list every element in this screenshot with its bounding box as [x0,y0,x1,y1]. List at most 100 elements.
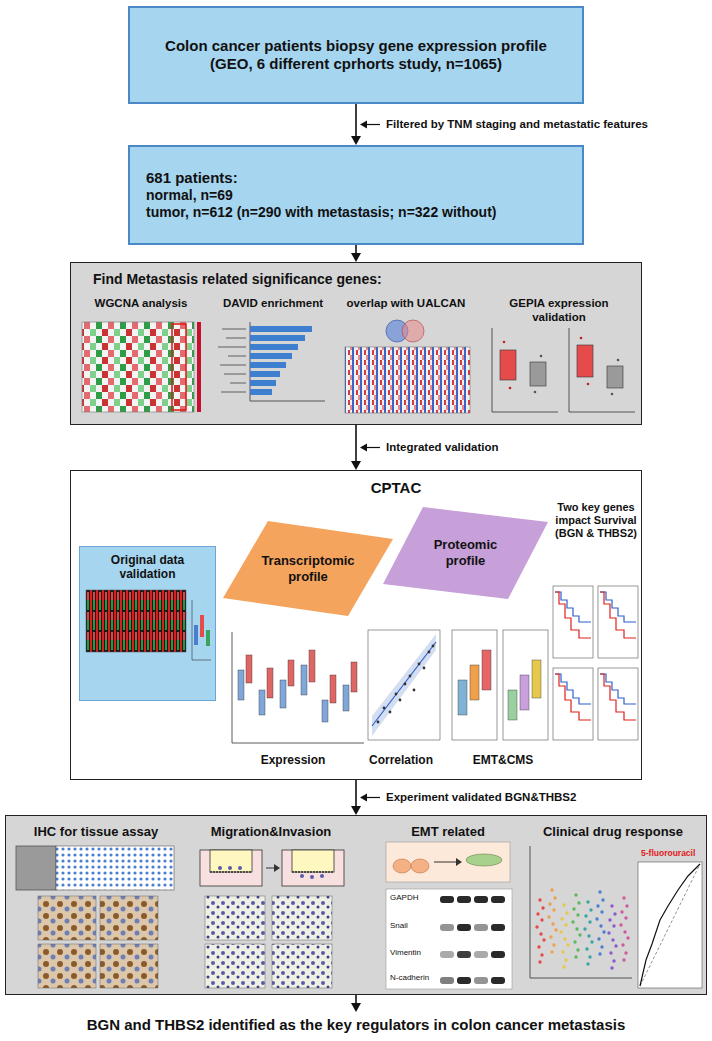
figure-label: Vimentin [390,948,438,958]
illustration-detail [274,864,280,872]
illustration-detail [224,373,246,375]
figure-label: Snail [390,921,438,931]
illustration-detail [250,389,272,395]
illustration-detail [595,890,605,955]
text-slot: Correlation [351,753,451,767]
illustration-detail [458,680,467,715]
illustration-detail [457,951,471,958]
illustration-detail [500,350,516,380]
illustration-detail [399,699,402,702]
illustration-detail [491,924,505,931]
illustration-detail [250,344,298,350]
label-slot: Snail [390,921,438,931]
label-slot: N-cadherin [390,973,438,983]
tissue-slide [16,846,56,890]
illustration-detail [282,850,344,886]
panel-text: EMT&CMS [453,753,553,767]
cohort-box: 681 patients:normal, n=69tumor, n=612 (n… [128,145,584,245]
illustration-detail [210,850,252,872]
text-slot: EMT related [378,824,518,840]
illustration-detail [432,645,435,648]
figure-label: N-cadherin [390,973,438,983]
illustration-detail [250,362,286,368]
illustration-detail [220,364,246,366]
node-text: 681 patients: [146,169,238,187]
illustration-detail [222,328,246,330]
label-slot: GAPDH [390,893,438,903]
illustration-detail [343,685,349,711]
panel-text: WGCNA analysis [79,297,203,311]
emt-schematic [386,842,510,882]
text-slot: IHC for tissue assay [16,824,176,840]
venn-circle [402,320,424,342]
illustration-detail [440,924,454,931]
transwell-diagram [200,850,344,886]
panel-text: DAVID enrichment [213,297,333,311]
micrograph [272,896,332,940]
ihc-image [100,944,158,988]
panel-text: CPTAC [336,479,456,497]
illustration-detail [413,689,416,692]
illustration-detail [440,951,454,958]
connector [351,995,361,1012]
gepia-boxplot [492,328,635,412]
illustration-detail [228,866,232,870]
illustration-detail [640,864,700,986]
expression-heatmap [345,347,470,413]
illustration-detail [292,871,334,873]
drug-dotplot [530,846,632,978]
illustration-detail [280,680,286,708]
edge-label-slot: Filtered by TNM staging and metastatic f… [384,118,650,132]
illustration-detail [440,896,454,903]
panel-text: GEPIA expression validation [481,297,637,325]
illustration-detail [491,951,505,958]
illustration-detail [452,630,497,740]
illustration-detail [532,660,541,698]
illustration-detail [535,898,545,963]
illustration-detail [330,675,336,703]
ihc-image [38,896,96,940]
node-text: Transcriptomic profile [253,553,363,584]
text-slot: Two key genes impact Survival (BGN & THB… [551,501,641,541]
illustration-detail [372,642,436,726]
illustration-detail [530,362,546,386]
module-highlight [172,324,186,410]
illustration-detail [300,874,304,878]
mini-boxplot [192,600,211,660]
transcriptomic-parallelogram: Transcriptomic profile [223,521,393,616]
connector [351,425,361,470]
illustration-detail [230,382,246,384]
node-text: BGN and THBS2 identified as the key regu… [87,1016,626,1034]
illustration-detail [221,391,246,393]
micrograph [272,944,332,988]
proteomic-parallelogram: Proteomic profile [383,507,548,599]
illustration-detail [310,875,314,879]
connector [351,104,361,145]
illustration-detail [194,625,198,645]
illustration-detail [192,660,211,661]
illustration-detail [383,707,386,710]
node-text: tumor, n=612 (n=290 with metastasis; n=3… [146,204,497,221]
illustration-detail [509,387,512,390]
illustration-detail [206,630,210,646]
color-bar [197,322,201,412]
figure-label: 5-fluorouracil [641,848,703,858]
connector-line [355,245,357,254]
illustration-detail [226,337,246,339]
panel-text: Two key genes impact Survival (BGN & THB… [551,501,641,541]
survival-curve [553,586,593,658]
node-text: Colon cancer patients biopsy gene expres… [165,37,547,55]
illustration-detail [571,893,581,958]
survival-curve [598,668,638,740]
illustration-detail [540,355,543,358]
illustration-detail [559,903,569,968]
panel-text: EMT related [378,824,518,840]
illustration-detail [577,345,593,377]
bar-axis [250,401,325,402]
label-pointer [365,447,380,448]
illustration-detail [218,866,222,870]
illustration-detail [250,353,292,359]
illustration-detail [377,721,380,724]
text-slot: Find Metastasis related significance gen… [93,271,613,288]
illustration-detail [457,977,471,984]
